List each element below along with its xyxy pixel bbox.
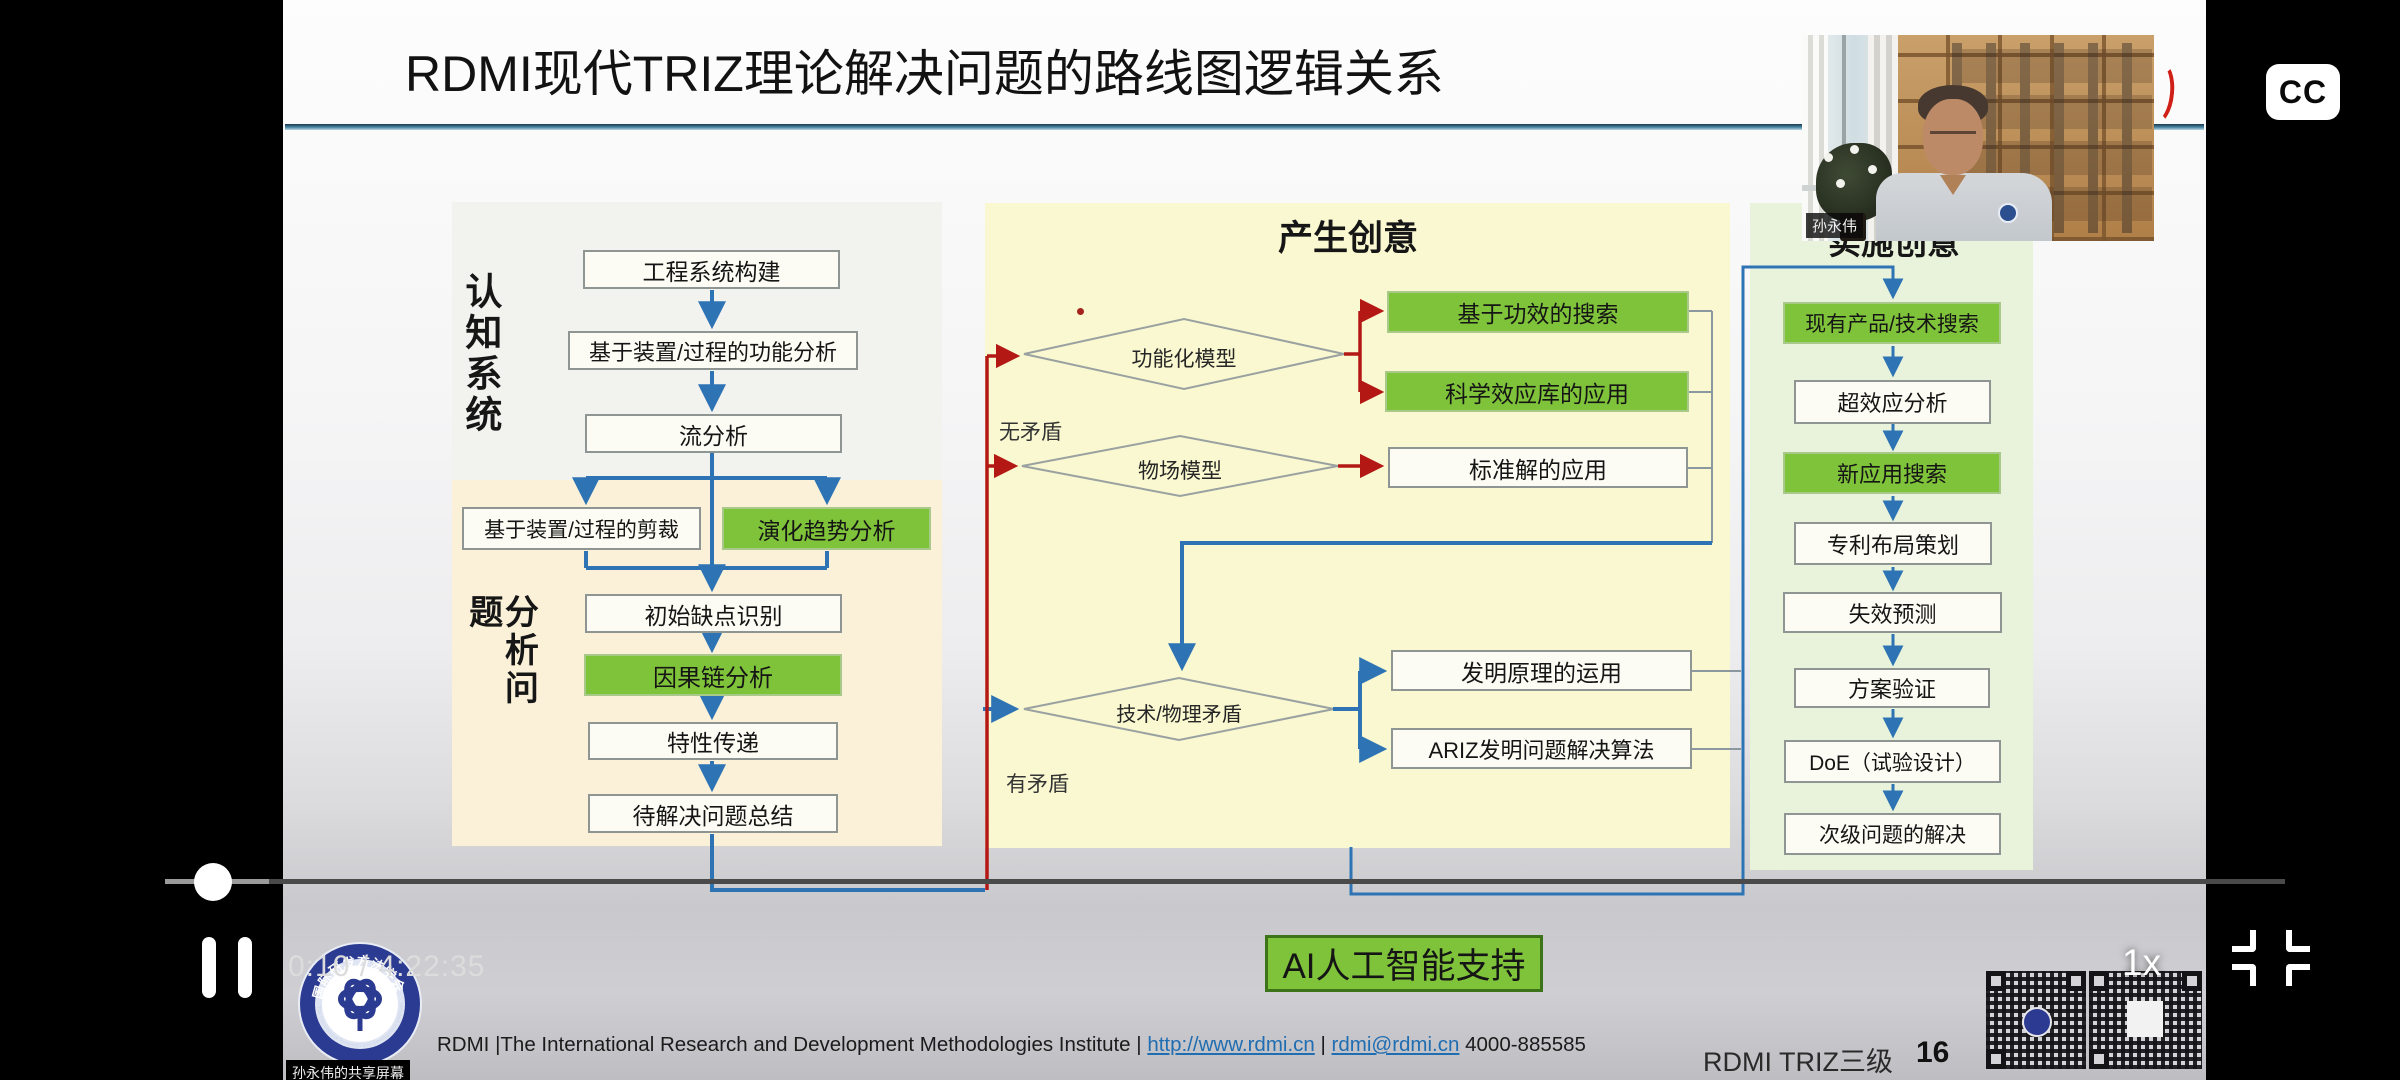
screen-share-caption: 孙永伟的共享屏幕 (286, 1060, 410, 1080)
qr-finder-icon (1986, 971, 2006, 991)
flow-box-initial-defect: 初始缺点识别 (585, 594, 842, 633)
webcam-window-frame (1842, 35, 1846, 241)
webcam-person-body (1876, 173, 2052, 241)
section-label-cognition: 认知系统 (459, 272, 501, 436)
slide-title: RDMI现代TRIZ理论解决问题的路线图逻辑关系 (405, 46, 1444, 102)
fullscreen-corner-icon (2286, 964, 2310, 986)
footer-separator2: | (1320, 1033, 1326, 1056)
flow-box-doe: DoE（试验设计） (1784, 740, 2001, 783)
label-no-contradiction: 无矛盾 (999, 421, 1062, 444)
progress-bar[interactable] (165, 879, 2285, 884)
qr-finder-icon (1986, 1049, 2006, 1069)
fullscreen-corner-icon (2232, 930, 2256, 952)
footer-course-name: RDMI TRIZ三级 (1703, 1047, 1893, 1077)
qr-finder-icon (2089, 1049, 2109, 1069)
ai-support-box: AI人工智能支持 (1265, 935, 1543, 992)
flow-box-ariz: ARIZ发明问题解决算法 (1391, 728, 1692, 769)
qr-center-logo-icon (2022, 1007, 2052, 1037)
footer-email-link[interactable]: rdmi@rdmi.cn (1331, 1033, 1460, 1056)
webcam-person-glasses (1930, 131, 1976, 144)
slide-footer: RDMI |The International Research and Dev… (437, 1033, 1586, 1057)
title-divider (285, 124, 2204, 130)
diamond-label-function-model: 功能化模型 (1131, 348, 1237, 371)
flow-box-trend-analysis: 演化趋势分析 (722, 507, 931, 550)
flow-box-solution-verification: 方案验证 (1794, 668, 1990, 708)
playback-speed-button[interactable]: 1x (2122, 942, 2162, 983)
flow-box-problem-summary: 待解决问题总结 (588, 794, 838, 833)
webcam-person-face (1923, 99, 1983, 175)
fullscreen-corner-icon (2286, 930, 2310, 952)
webcam-video-tile: 孙永伟 (1802, 35, 2154, 241)
pause-button[interactable] (238, 937, 252, 998)
qr-code-left (1986, 971, 2086, 1069)
qr-code-right (2089, 971, 2202, 1069)
progress-playhead[interactable] (194, 863, 232, 901)
diamond-label-contradiction: 技术/物理矛盾 (1116, 704, 1242, 726)
flow-box-failure-prediction: 失效预测 (1783, 592, 2002, 633)
flow-box-trimming: 基于装置/过程的剪裁 (462, 507, 701, 550)
flow-box-engineering-system: 工程系统构建 (583, 250, 840, 289)
footer-org: RDMI |The International Research and Dev… (437, 1033, 1131, 1056)
footer-url-link[interactable]: http://www.rdmi.cn (1147, 1033, 1315, 1056)
webcam-shirt-badge (1998, 203, 2018, 223)
time-display: 0:10 / 4:22:35 (288, 950, 486, 983)
diamond-label-sufield-model: 物场模型 (1138, 460, 1222, 483)
flow-box-supereffect: 超效应分析 (1794, 380, 1991, 424)
rdmi-logo: 国际研发方法学会 The International Research and … (297, 941, 422, 1066)
fullscreen-corner-icon (2232, 964, 2256, 986)
closed-captions-button[interactable]: CC (2266, 64, 2340, 120)
webcam-name-tag: 孙永伟 (1806, 213, 1864, 238)
section-label-ideation: 产生创意 (1278, 219, 1419, 258)
section-label-analysis: 分析问题 (463, 594, 538, 708)
qr-finder-icon (2089, 971, 2109, 991)
letterbox-right (2206, 0, 2400, 1080)
flow-box-product-search: 现有产品/技术搜索 (1783, 302, 2001, 344)
flow-box-effect-search: 基于功效的搜索 (1387, 291, 1689, 333)
laser-pointer-dot (1077, 308, 1084, 315)
label-has-contradiction: 有矛盾 (1006, 773, 1069, 796)
pause-button[interactable] (202, 937, 216, 998)
footer-separator: | (1136, 1033, 1142, 1056)
flow-box-new-application: 新应用搜索 (1783, 452, 2001, 494)
flow-box-function-analysis: 基于装置/过程的功能分析 (568, 331, 858, 370)
flow-box-secondary-problems: 次级问题的解决 (1784, 813, 2001, 855)
exit-fullscreen-button[interactable] (2232, 930, 2310, 986)
qr-finder-icon (2182, 971, 2202, 991)
flow-box-scientific-effects: 科学效应库的应用 (1385, 371, 1689, 412)
letterbox-left (0, 0, 283, 1080)
footer-phone: 4000-885585 (1465, 1033, 1586, 1056)
footer-page-number: 16 (1916, 1036, 1950, 1069)
flow-box-standard-solutions: 标准解的应用 (1388, 447, 1688, 488)
qr-finder-icon (2066, 971, 2086, 991)
flow-box-causal-chain: 因果链分析 (584, 654, 842, 696)
flow-box-feature-transfer: 特性传递 (588, 722, 838, 760)
flow-box-inventive-principles: 发明原理的运用 (1391, 650, 1692, 691)
qr-center-label (2127, 1001, 2163, 1037)
flow-box-flow-analysis: 流分析 (585, 414, 842, 453)
flow-box-patent-layout: 专利布局策划 (1794, 522, 1992, 565)
